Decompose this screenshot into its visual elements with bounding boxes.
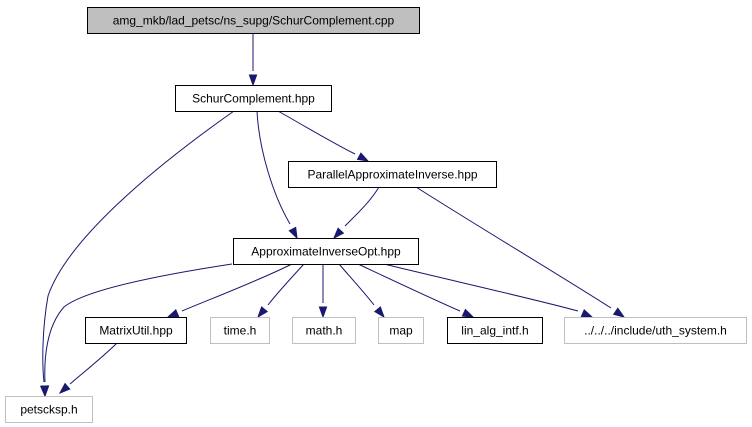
node-label: amg_mkb/lad_petsc/ns_supg/SchurComplemen… xyxy=(113,14,395,28)
edges xyxy=(39,33,626,398)
node-label: map xyxy=(389,324,413,338)
edge-aio-to-linalg xyxy=(357,263,475,318)
edge-line xyxy=(357,263,461,312)
edge-aio-to-math xyxy=(318,264,328,319)
node-petsc: petscksp.h xyxy=(5,396,93,423)
node-box[interactable] xyxy=(175,85,332,112)
edge-arrowhead xyxy=(373,306,385,319)
node-box xyxy=(564,317,747,344)
edge-schur-to-pai xyxy=(277,110,370,162)
node-schur[interactable]: SchurComplement.hpp xyxy=(175,85,332,112)
edge-aio-to-petsc xyxy=(40,263,233,398)
edge-arrowhead xyxy=(461,308,475,318)
edge-line xyxy=(256,110,291,225)
edge-line xyxy=(344,186,380,227)
edge-line xyxy=(267,263,305,306)
node-box xyxy=(292,317,356,344)
node-label: MatrixUtil.hpp xyxy=(99,324,173,338)
edge-aio-to-map xyxy=(338,263,385,319)
edge-arrowhead xyxy=(58,382,71,394)
node-time: time.h xyxy=(210,317,270,344)
edge-arrowhead xyxy=(333,227,345,240)
edge-line xyxy=(42,110,235,383)
node-box xyxy=(5,396,93,423)
edge-schur-to-petsc xyxy=(39,110,235,398)
edge-arrowhead xyxy=(40,385,50,398)
node-aio[interactable]: ApproximateInverseOpt.hpp xyxy=(233,238,419,265)
edge-arrowhead xyxy=(288,226,298,240)
edge-aio-to-mutil xyxy=(166,263,293,318)
edge-root-to-schur xyxy=(248,33,258,87)
edge-arrowhead xyxy=(612,307,626,318)
node-mutil[interactable]: MatrixUtil.hpp xyxy=(85,317,187,344)
edge-aio-to-time xyxy=(257,263,305,319)
node-root: amg_mkb/lad_petsc/ns_supg/SchurComplemen… xyxy=(87,7,420,34)
node-label: math.h xyxy=(306,324,343,338)
node-box xyxy=(87,7,420,34)
edge-arrowhead xyxy=(318,306,328,319)
node-uth: ../../../include/uth_system.h xyxy=(564,317,747,344)
edge-line xyxy=(181,263,293,312)
node-linalg[interactable]: lin_alg_intf.h xyxy=(447,317,543,344)
node-label: SchurComplement.hpp xyxy=(192,92,315,106)
node-label: lin_alg_intf.h xyxy=(461,324,528,338)
node-map: map xyxy=(378,317,424,344)
edge-arrowhead xyxy=(166,308,180,318)
edge-line xyxy=(69,342,118,385)
edge-arrowhead xyxy=(580,308,594,318)
node-box[interactable] xyxy=(447,317,543,344)
edge-arrowhead xyxy=(248,74,258,87)
node-box[interactable] xyxy=(288,161,497,188)
node-pai[interactable]: ParallelApproximateInverse.hpp xyxy=(288,161,497,188)
edge-line xyxy=(44,263,233,383)
node-box[interactable] xyxy=(233,238,419,265)
edge-mutil-to-petsc xyxy=(58,342,118,394)
node-label: ApproximateInverseOpt.hpp xyxy=(251,245,401,259)
node-box xyxy=(378,317,424,344)
edge-schur-to-aio xyxy=(256,110,298,240)
edge-aio-to-uth xyxy=(383,263,594,318)
edge-line xyxy=(338,263,375,306)
edge-line xyxy=(277,110,356,155)
edge-arrowhead xyxy=(356,152,370,162)
node-math: math.h xyxy=(292,317,356,344)
node-box xyxy=(210,317,270,344)
edge-pai-to-aio xyxy=(333,186,380,240)
edge-line xyxy=(383,263,579,312)
node-label: time.h xyxy=(224,324,257,338)
nodes: amg_mkb/lad_petsc/ns_supg/SchurComplemen… xyxy=(5,7,747,423)
node-label: ../../../include/uth_system.h xyxy=(584,324,727,338)
edge-arrowhead xyxy=(257,306,269,319)
node-box[interactable] xyxy=(85,317,187,344)
edge-line xyxy=(415,186,612,309)
node-label: ParallelApproximateInverse.hpp xyxy=(307,168,477,182)
node-label: petscksp.h xyxy=(20,403,77,417)
edge-pai-to-uth xyxy=(415,186,626,318)
